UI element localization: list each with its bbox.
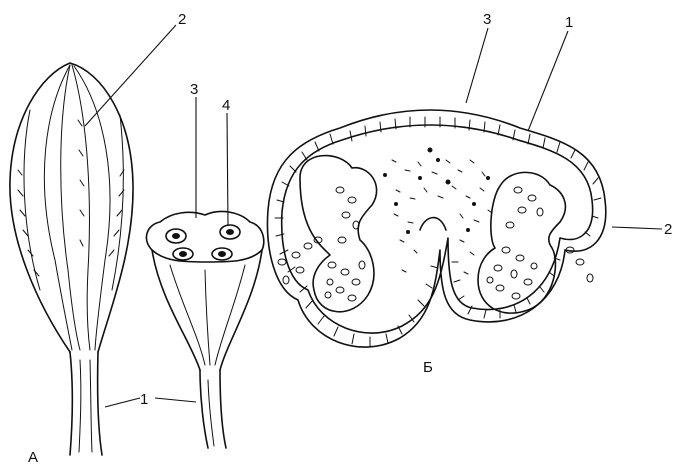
- panel-label-a: А: [28, 449, 38, 465]
- callout-b-locule: 2: [664, 221, 672, 238]
- callout-a-stalk: 1: [140, 391, 148, 408]
- pollen-grains-left: [325, 187, 365, 301]
- panel-a-sectioned-anther: [146, 211, 263, 448]
- callout-a-anther: 2: [178, 11, 186, 28]
- callout-b-layer: 1: [565, 14, 573, 31]
- callout-a-section-locule: 4: [222, 97, 230, 114]
- panel-label-b: Б: [423, 359, 433, 376]
- callout-b-epidermis: 3: [483, 11, 491, 28]
- callout-a-section-wall: 3: [190, 81, 198, 98]
- panel-a-whole-anther: [10, 63, 133, 455]
- panel-b-anther-cross-section: [267, 110, 605, 347]
- pollen-grains-right: [487, 187, 543, 299]
